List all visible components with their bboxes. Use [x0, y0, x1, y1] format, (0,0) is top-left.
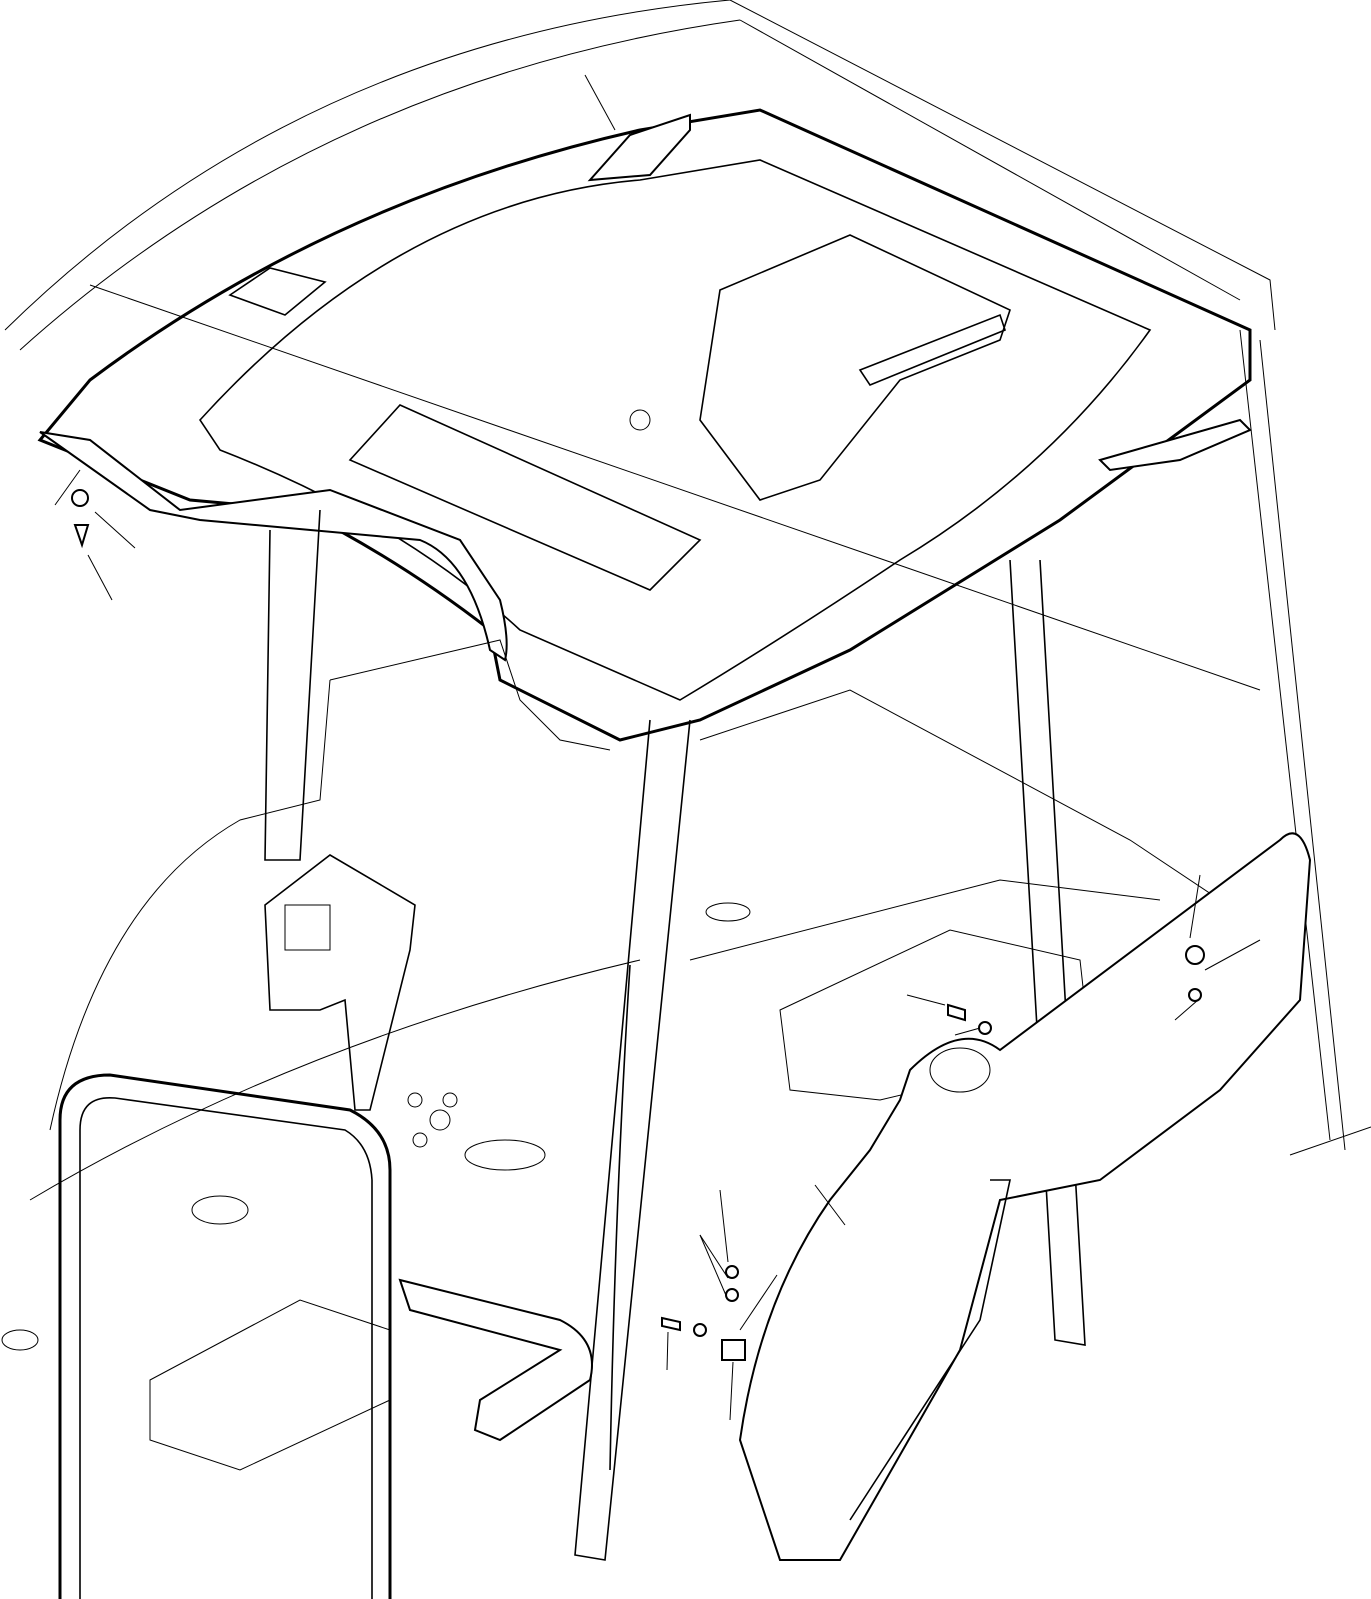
cab-floor	[1, 639, 1221, 1471]
screw	[947, 1003, 966, 1022]
washer	[71, 489, 89, 507]
fasteners	[71, 489, 1205, 1361]
leader-lines	[54, 74, 1371, 1421]
pillars	[264, 329, 1346, 1561]
cap	[1185, 945, 1205, 965]
nut	[725, 1265, 739, 1279]
washer	[1188, 988, 1202, 1002]
control-bracket	[264, 854, 416, 1111]
screw	[73, 524, 90, 549]
door-frame	[58, 1073, 593, 1599]
screw	[661, 1316, 681, 1332]
headliner-panel	[37, 108, 1252, 742]
roof-shell	[4, 0, 1276, 691]
washer	[693, 1323, 707, 1337]
washer	[978, 1021, 992, 1035]
clip	[721, 1339, 746, 1361]
side-console-panel	[738, 832, 1312, 1561]
